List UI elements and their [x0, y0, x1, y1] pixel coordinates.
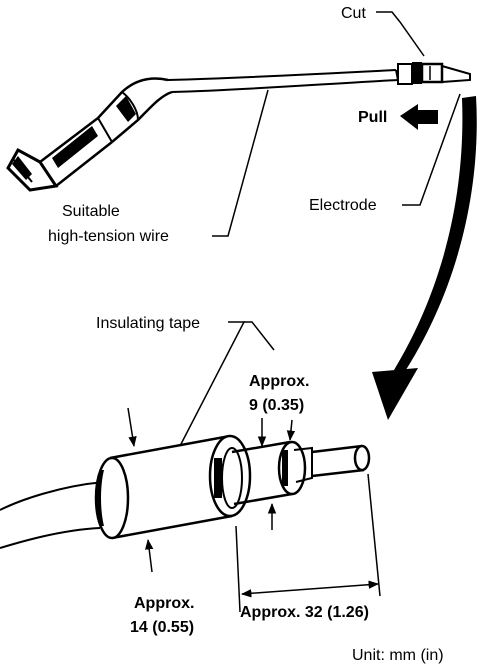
- dim14-arrow-bottom: [145, 538, 154, 573]
- approx9-label-line2: 9 (0.35): [249, 397, 304, 414]
- cut-label: Cut: [341, 5, 366, 22]
- electrode-label: Electrode: [309, 197, 377, 214]
- electrode-leader-line: [402, 93, 461, 206]
- dim14-arrow-top: [127, 407, 137, 448]
- approx32-label: Approx. 32 (1.26): [240, 604, 369, 621]
- insulating-tape-label: Insulating tape: [96, 315, 200, 332]
- pull-arrow-icon: [400, 104, 438, 130]
- wire-label-line2: high-tension wire: [48, 228, 169, 245]
- unit-label: Unit: mm (in): [352, 647, 444, 664]
- cut-leader-line: [376, 11, 425, 57]
- wire-leader-line: [212, 89, 269, 237]
- dim32-arrow: [240, 580, 380, 598]
- dim9-arrow-right-top: [286, 419, 296, 442]
- approx14-label-line2: 14 (0.55): [130, 619, 194, 636]
- approx14-label-line1: Approx.: [134, 595, 194, 612]
- dim32-extension-left: [235, 525, 241, 613]
- tape-leader-line-left: [179, 321, 246, 447]
- approx9-label-line1: Approx.: [249, 373, 309, 390]
- tape-leader-line-right: [244, 321, 275, 351]
- curved-arrow-icon: [372, 96, 477, 420]
- high-tension-wire-illustration: [6, 62, 471, 192]
- pull-label: Pull: [358, 109, 387, 126]
- taped-electrode-illustration: [0, 434, 371, 549]
- dim32-extension-right: [367, 473, 381, 597]
- wire-label-line1: Suitable: [62, 203, 120, 220]
